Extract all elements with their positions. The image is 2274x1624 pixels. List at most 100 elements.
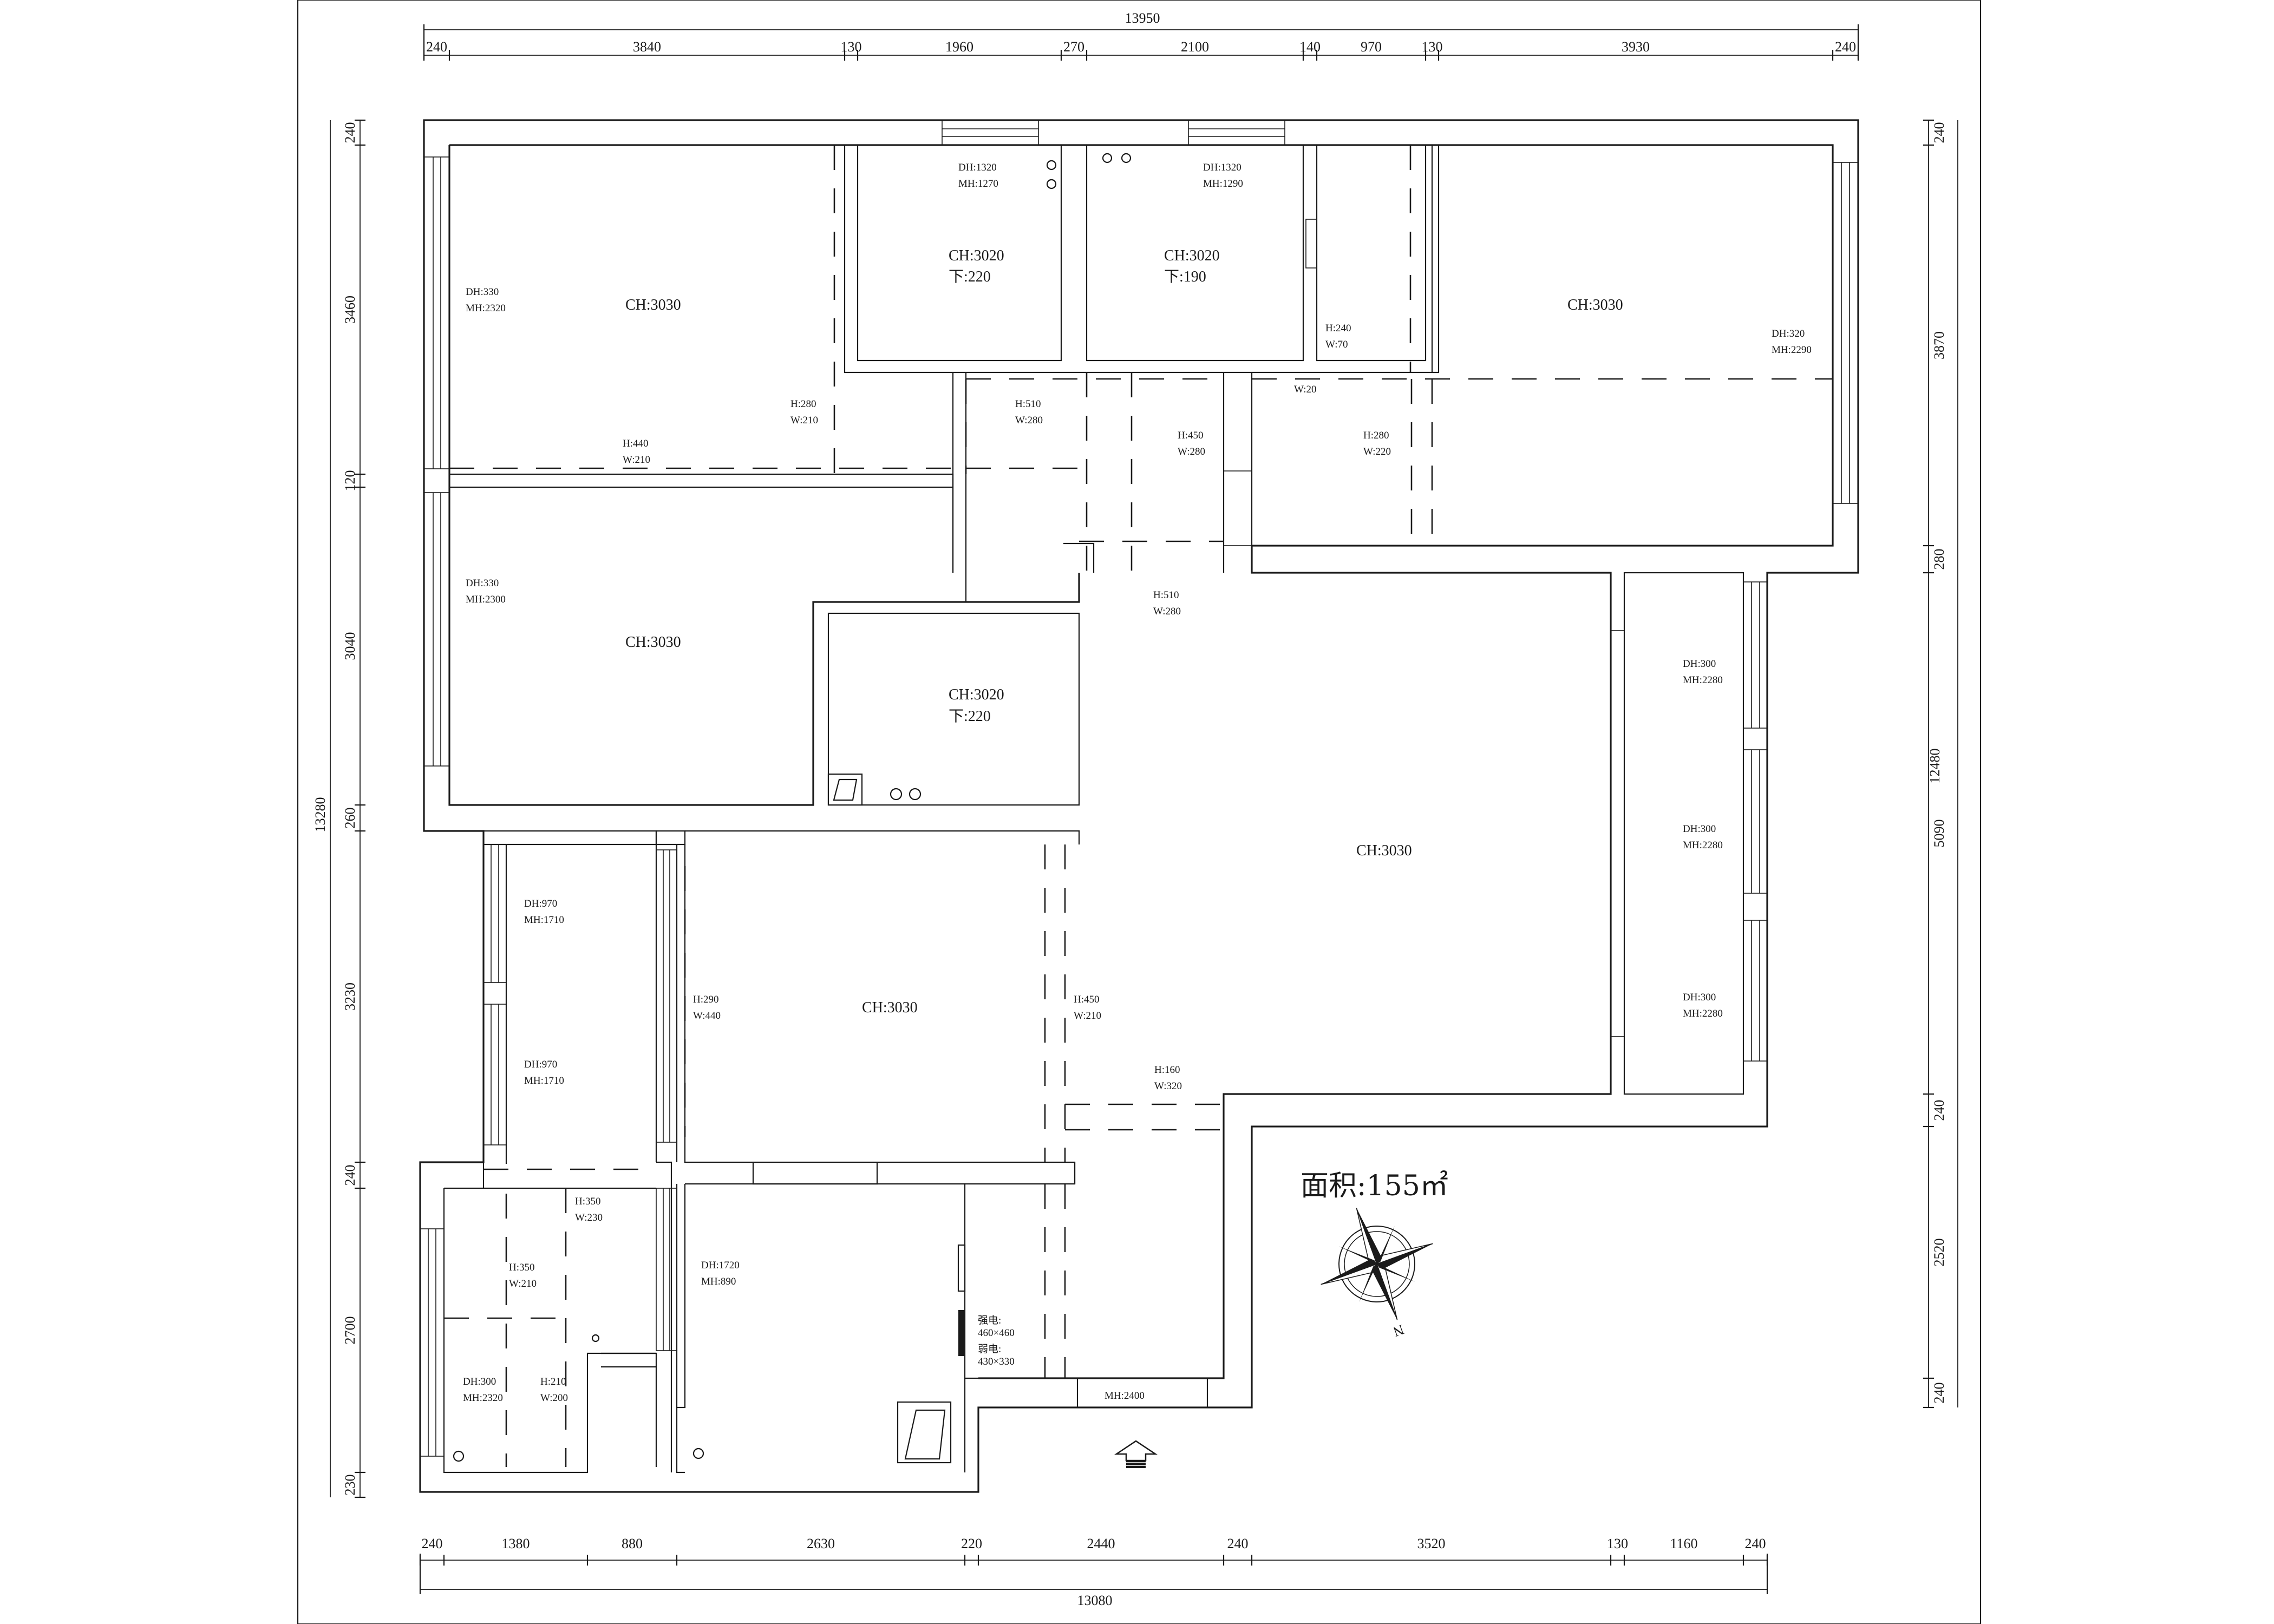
- dim-left-segment: 120: [342, 470, 358, 492]
- dim-top-segment: 140: [1299, 39, 1321, 55]
- bath1-drop: 下:220: [949, 269, 991, 285]
- bath2-drop: 下:190: [1164, 269, 1206, 285]
- dim-right-segment: 240: [1931, 122, 1947, 143]
- beam-label: H:350: [575, 1196, 601, 1207]
- dim-bottom-segment: 240: [422, 1536, 443, 1551]
- beam-label: H:280: [1363, 430, 1389, 441]
- dim-bottom-segment: 240: [1745, 1536, 1766, 1551]
- north-label: N: [1391, 1321, 1406, 1340]
- beam-label: H:240: [1325, 323, 1351, 334]
- beam-label: W:280: [1015, 415, 1043, 426]
- dim-top-segment: 970: [1361, 39, 1382, 55]
- dim-top-segment: 130: [1422, 39, 1443, 55]
- room-height-1: CH:3030: [625, 297, 681, 313]
- dim-left-segment: 2700: [342, 1317, 358, 1345]
- dim-bottom-segment: 3520: [1417, 1536, 1446, 1551]
- area-label: 面积:155㎡: [1301, 1170, 1448, 1202]
- dim-left-segment: 240: [342, 122, 358, 143]
- beam-label: W:70: [1325, 339, 1348, 350]
- room-height-3: CH:3030: [1567, 297, 1623, 313]
- drawing-frame: [297, 0, 1982, 1624]
- window-label: DH:300: [1683, 658, 1716, 670]
- window-label: MH:890: [701, 1276, 736, 1287]
- dim-top-total: 13950: [1125, 10, 1160, 26]
- bath3-drop: 下:220: [949, 708, 991, 725]
- beam-label: H:450: [1074, 994, 1100, 1005]
- window-label: MH:2320: [463, 1392, 503, 1404]
- dim-left-segment: 240: [342, 1165, 358, 1186]
- beam-label: H:280: [790, 398, 816, 410]
- window-label: DH:330: [466, 286, 499, 298]
- window-label: DH:1720: [701, 1260, 740, 1271]
- dim-right-segment: 280: [1931, 549, 1947, 570]
- beam-label: H:440: [623, 438, 649, 449]
- dim-left-segment: 3460: [342, 296, 358, 324]
- dim-right-segment: 3870: [1931, 331, 1947, 359]
- window-label: DH:970: [524, 898, 557, 909]
- beam-label: W:210: [623, 454, 650, 466]
- beam-label: W:220: [1363, 446, 1391, 457]
- beam-label: W:20: [1294, 384, 1317, 395]
- room-height-4: CH:3030: [1356, 842, 1412, 859]
- beam-label: W:320: [1154, 1081, 1182, 1092]
- dim-left-segment: 3040: [342, 632, 358, 660]
- window-label: DH:300: [1683, 992, 1716, 1003]
- dim-bottom-total: 13080: [1077, 1593, 1113, 1608]
- dim-top-segment: 3930: [1622, 39, 1650, 55]
- dim-bottom-segment: 2440: [1087, 1536, 1115, 1551]
- room-height-2: CH:3030: [625, 634, 681, 651]
- dim-bottom-segment: 130: [1607, 1536, 1628, 1551]
- beam-label: W:210: [1074, 1010, 1101, 1021]
- windows: [420, 120, 1859, 1457]
- dim-left-total: 13280: [312, 797, 328, 833]
- beam-label: H:350: [509, 1262, 535, 1273]
- window-label: MH:1710: [524, 1075, 564, 1086]
- dim-bottom-segment: 1380: [502, 1536, 530, 1551]
- beam-lines: [444, 145, 1833, 1467]
- dim-bottom-segment: 1160: [1670, 1536, 1697, 1551]
- dim-right-segment: 240: [1931, 1383, 1947, 1404]
- window-label: DH:1320: [958, 162, 997, 173]
- dim-top-segment: 270: [1063, 39, 1084, 55]
- window-label: MH:2300: [466, 594, 506, 605]
- beam-label: H:510: [1153, 590, 1179, 601]
- bath3-height: CH:3020: [949, 686, 1004, 703]
- interior-walls: [420, 145, 1744, 1474]
- window-label: MH:2290: [1772, 344, 1812, 356]
- window-label: MH:2320: [466, 303, 506, 314]
- panel-size: 460×460: [978, 1327, 1015, 1339]
- dim-top-segment: 130: [841, 39, 862, 55]
- window-label: DH:330: [466, 578, 499, 589]
- window-label: DH:320: [1772, 328, 1805, 339]
- compass-rose-icon: N: [1321, 1208, 1433, 1340]
- bath1-height: CH:3020: [949, 247, 1004, 264]
- window-label: MH:1290: [1203, 178, 1243, 189]
- dim-right-segment: 5090: [1931, 820, 1947, 848]
- panel-label: 强电:: [978, 1314, 1001, 1326]
- beam-label: H:450: [1178, 430, 1204, 441]
- window-label: DH:970: [524, 1059, 557, 1070]
- labels: 面积:155㎡ CH:3030 CH:3030 CH:3030 CH:3030 …: [463, 162, 1812, 1404]
- beam-label: W:280: [1153, 606, 1181, 617]
- beam-label: MH:2400: [1105, 1390, 1145, 1402]
- beam-label: H:510: [1015, 398, 1041, 410]
- dim-top-segment: 240: [1835, 39, 1856, 55]
- beam-label: W:230: [575, 1212, 603, 1223]
- dim-right-total: 12480: [1927, 749, 1943, 784]
- room-height-5: CH:3030: [862, 999, 918, 1016]
- panel-size: 430×330: [978, 1356, 1015, 1367]
- beam-label: H:160: [1154, 1064, 1180, 1076]
- window-label: MH:1710: [524, 914, 564, 926]
- dim-left-segment: 260: [342, 808, 358, 829]
- panel-label: 弱电:: [978, 1343, 1001, 1355]
- beam-label: H:210: [540, 1376, 566, 1387]
- beam-label: W:200: [540, 1392, 568, 1404]
- window-label: MH:1270: [958, 178, 998, 189]
- dim-bottom-segment: 880: [622, 1536, 643, 1551]
- dim-top-segment: 3840: [633, 39, 661, 55]
- dim-right-segment: 2520: [1931, 1239, 1947, 1267]
- window-label: MH:2280: [1683, 1008, 1723, 1019]
